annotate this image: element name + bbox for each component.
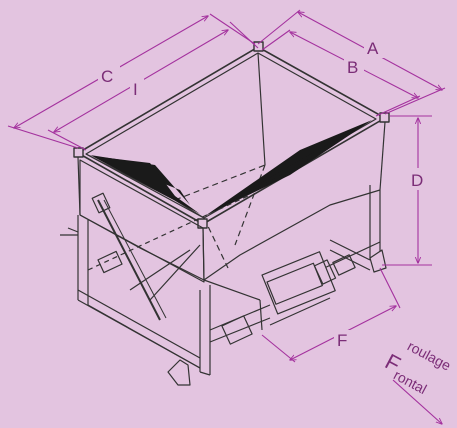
dim-label-D: D [411,171,423,190]
dim-label-B: B [347,58,358,77]
dim-label-I: I [133,80,138,99]
direction-label: roulage Frontal [381,338,454,398]
dim-label-F: F [337,331,347,350]
gate-lever [97,199,161,321]
dim-label-A: A [367,39,379,58]
direction-arrow [392,379,442,424]
label-roulage: roulage [405,338,454,374]
dim-label-C: C [101,67,113,86]
label-frontal-rest: rontal [391,367,429,398]
